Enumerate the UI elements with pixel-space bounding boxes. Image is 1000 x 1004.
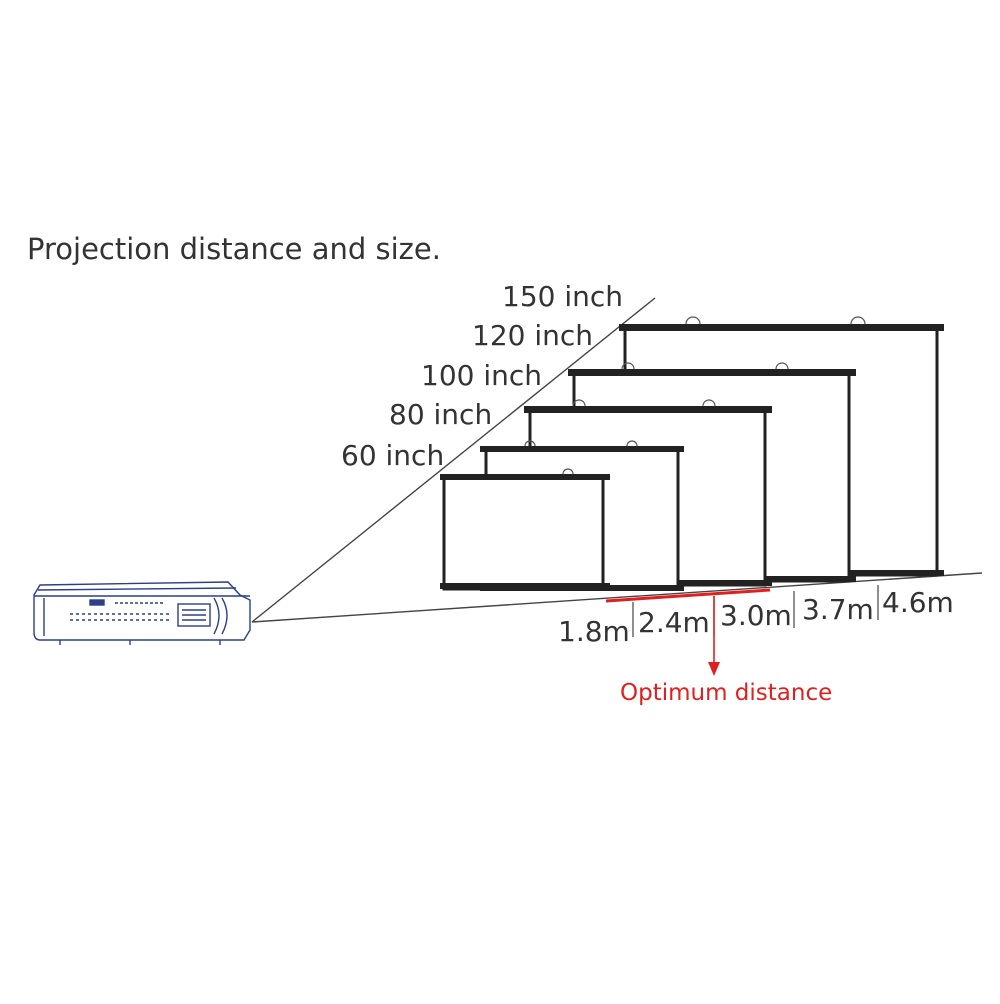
screen-60-icon [440,468,610,591]
diagram-title: Projection distance and size. [27,232,441,266]
distance-label-5: 4.6m [882,586,954,619]
beam-top-line [251,297,656,623]
beam-bottom-line [251,572,983,623]
optimum-range-line [605,588,771,603]
distance-label-3: 3.0m [720,599,792,632]
optimum-distance-label: Optimum distance [620,680,833,706]
projector-icon [33,581,251,645]
screen-label-120: 120 inch [472,319,594,352]
screen-label-100: 100 inch [421,359,543,392]
distance-label-1: 1.8m [558,615,630,648]
screen-label-150: 150 inch [502,280,624,313]
arrow-down-icon [708,596,720,676]
distance-label-4: 3.7m [802,593,874,626]
screen-label-60: 60 inch [341,439,445,472]
screen-label-80: 80 inch [389,398,493,431]
distance-label-2: 2.4m [638,606,710,639]
